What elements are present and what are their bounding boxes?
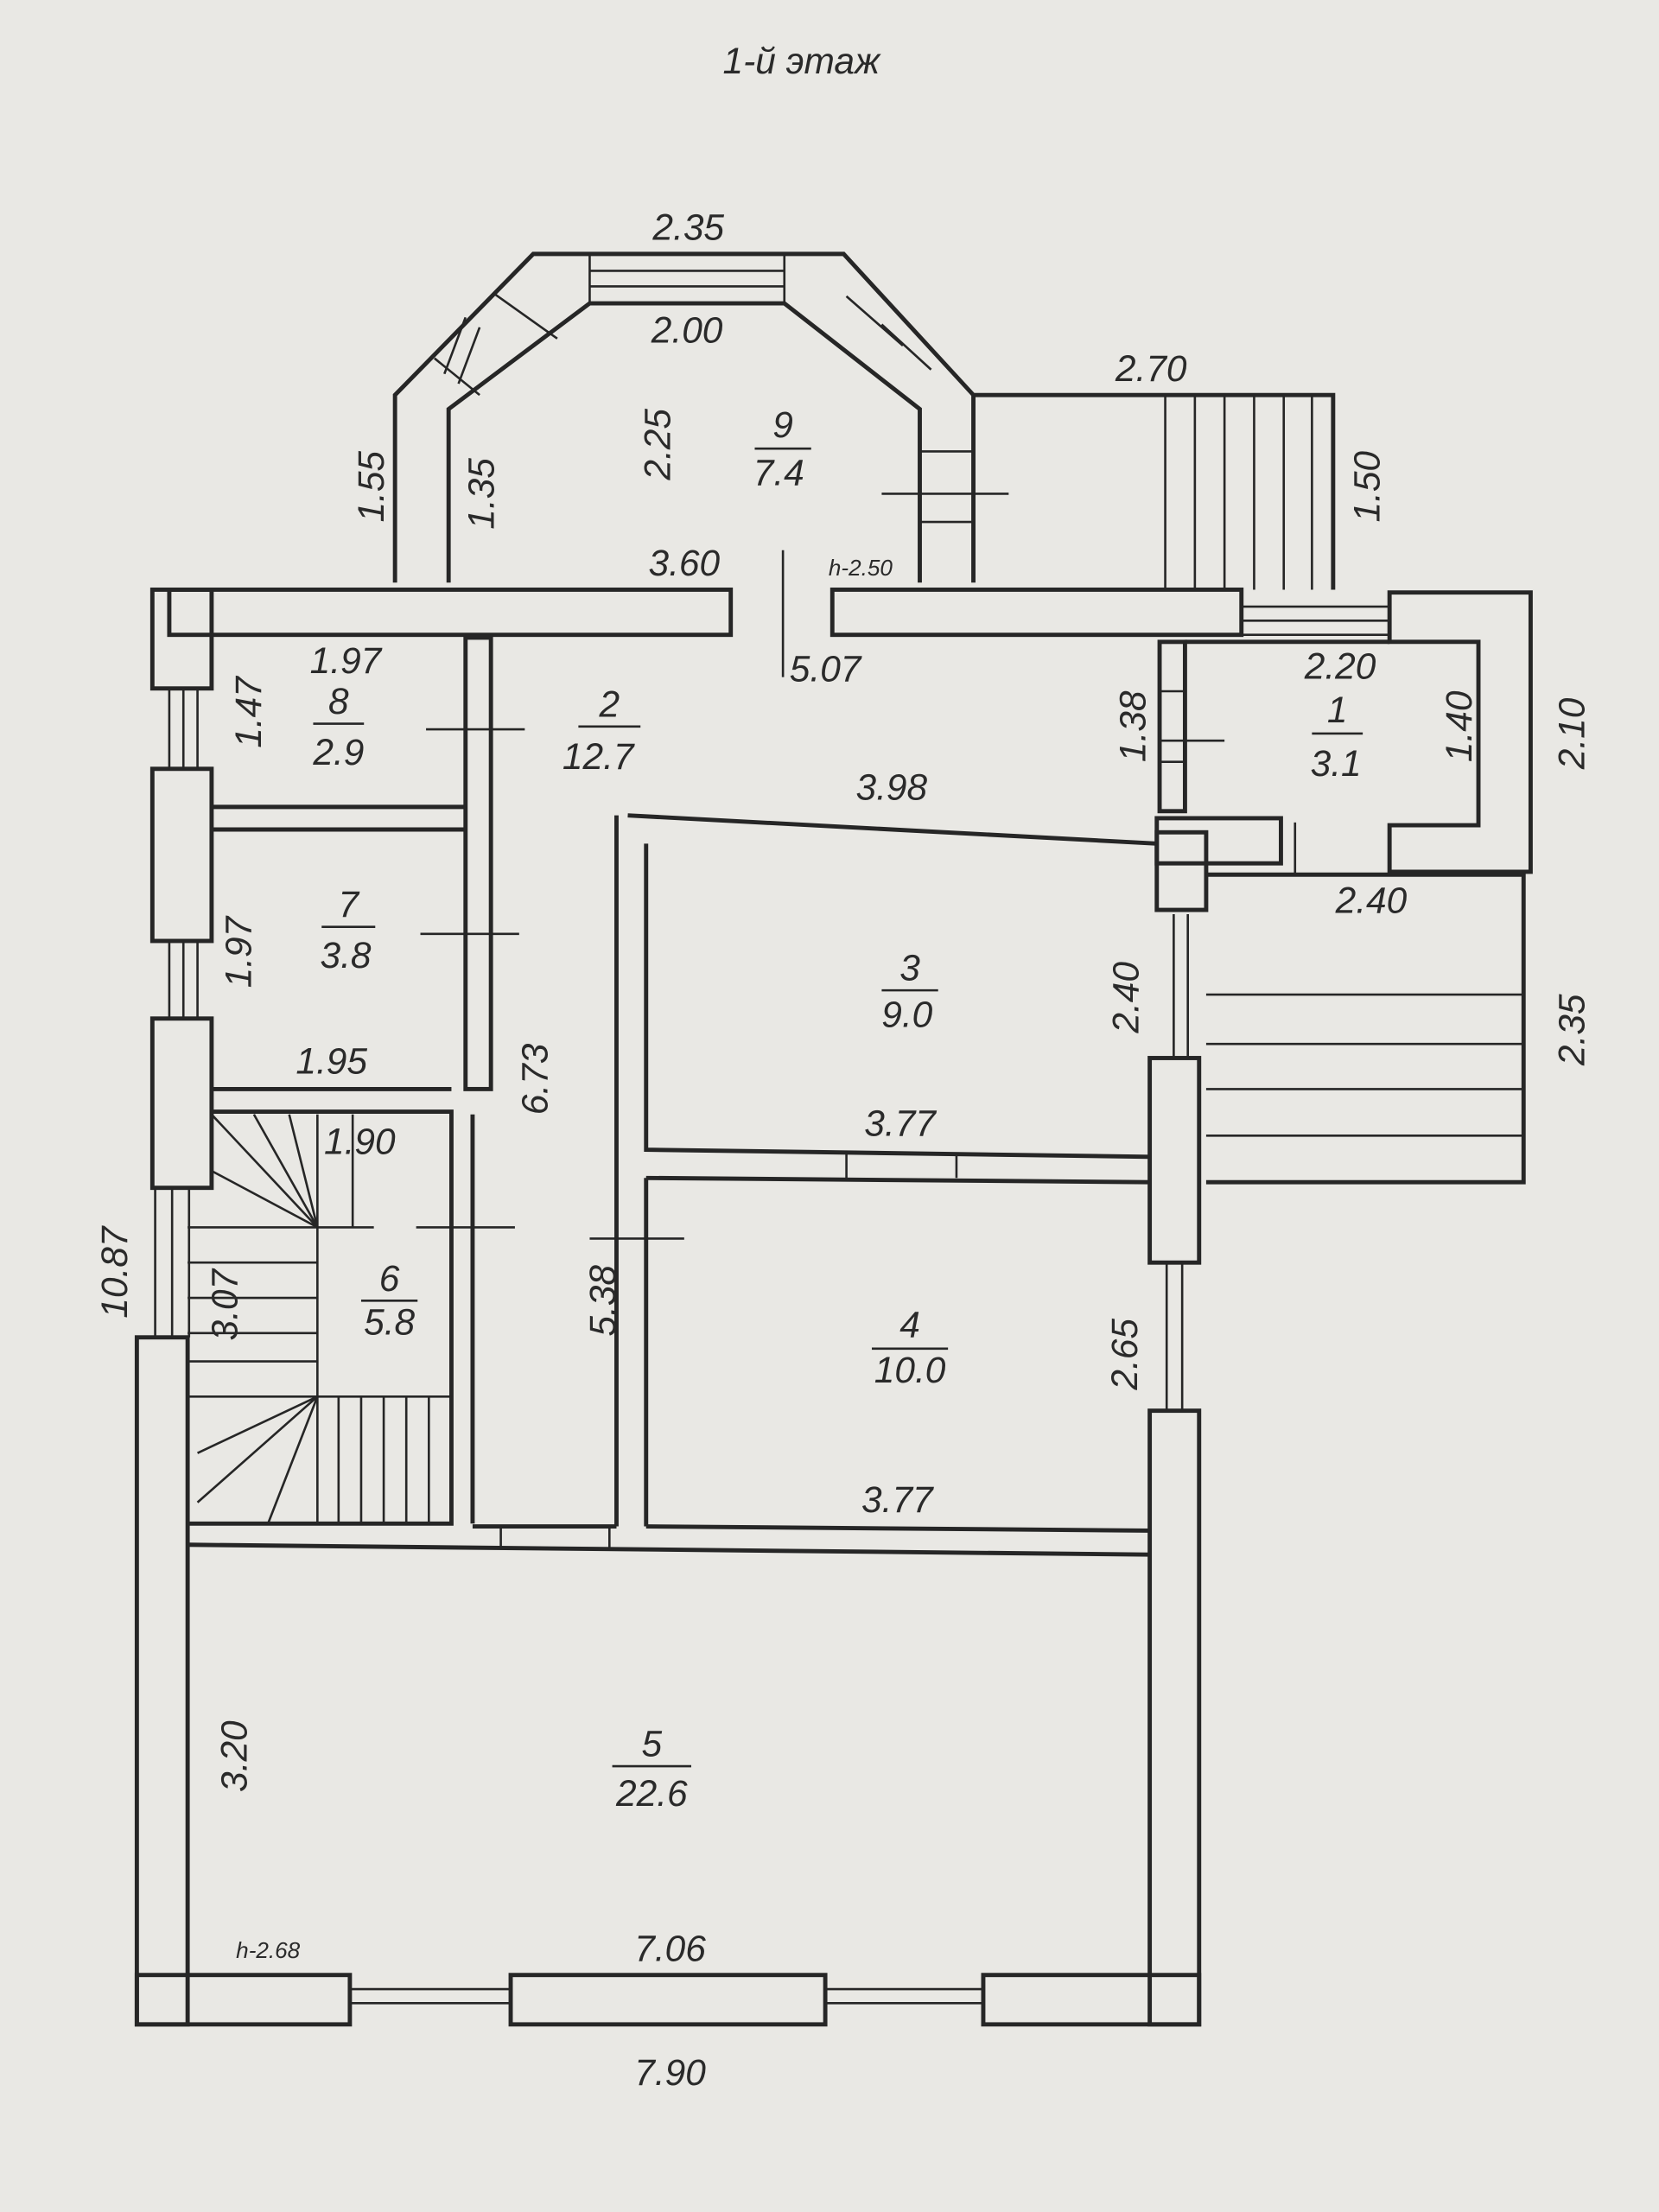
dimension: 1.40 [1439,690,1479,762]
dimension: 2.00 [651,310,723,351]
ceiling-height: h-2.50 [829,555,893,581]
svg-text:9: 9 [772,404,793,445]
door-marks [416,493,1297,1240]
svg-text:12.7: 12.7 [563,736,635,777]
svg-text:22.6: 22.6 [615,1773,688,1814]
svg-text:3.1: 3.1 [1311,743,1362,784]
dimension: 2.70 [1115,348,1187,389]
dimension: 5.07 [790,649,862,690]
svg-text:1: 1 [1327,690,1348,730]
dimension: 2.40 [1335,880,1408,920]
plan-title: 1-й этаж [723,41,881,81]
svg-text:5: 5 [641,1724,662,1764]
dimension: 1.90 [324,1122,396,1162]
dimension: 1.97 [219,915,259,988]
room-2: 212.7 [563,683,641,777]
dimension: 3.60 [649,543,721,583]
svg-text:6: 6 [379,1258,400,1299]
dimension: 1.47 [228,676,269,748]
svg-text:8: 8 [328,681,349,721]
svg-text:9.0: 9.0 [881,995,932,1035]
svg-text:7: 7 [338,884,359,925]
svg-text:7.4: 7.4 [753,453,804,493]
dimension: 10.87 [94,1225,135,1319]
room-6: 65.8 [360,1258,418,1342]
svg-text:5.8: 5.8 [364,1301,415,1342]
dimension: 2.35 [1551,994,1592,1066]
svg-text:2: 2 [599,683,620,724]
dimension: 3.98 [856,767,928,808]
height-labels: h-2.50 h-2.68 [236,555,893,1963]
dimension: 3.77 [861,1479,934,1520]
svg-text:3: 3 [899,948,920,988]
room-5: 522.6 [612,1724,691,1814]
dimension: 3.20 [214,1720,255,1792]
dimension: 2.20 [1304,645,1376,686]
walls [134,251,1533,2027]
dimension: 1.35 [461,458,501,530]
room-7: 73.8 [320,884,376,976]
dimension-labels: 2.35 2.00 2.70 2.25 1.55 1.35 1.50 3.60 … [94,207,1592,2094]
svg-text:3.8: 3.8 [320,935,371,976]
room-4: 410.0 [871,1305,949,1390]
dimension: 2.10 [1551,697,1592,770]
ceiling-height: h-2.68 [236,1937,301,1963]
dimension: 1.38 [1113,690,1154,762]
dimension: 2.65 [1104,1319,1145,1391]
room-3: 39.0 [881,948,938,1035]
dimension: 5.38 [582,1265,623,1337]
dimension: 1.50 [1347,451,1388,523]
staircase [188,1113,452,1524]
dimension: 1.95 [296,1040,367,1081]
dimension: 7.06 [634,1928,706,1968]
room-8: 82.9 [312,681,364,772]
svg-text:4: 4 [899,1305,920,1345]
room-labels: 97.4 82.9 212.7 13.1 73.8 39.0 65.8 410.… [312,404,1363,1814]
dimension: 1.97 [310,640,383,681]
room-9: 97.4 [753,404,811,493]
dimension: 1.55 [351,451,391,523]
svg-text:2.9: 2.9 [312,732,364,772]
dimension: 2.40 [1106,962,1147,1034]
dimension: 3.77 [864,1103,937,1143]
dimension: 7.90 [634,2052,706,2093]
dimension: 2.35 [652,207,724,248]
svg-text:10.0: 10.0 [874,1350,946,1390]
room-1: 13.1 [1311,690,1363,784]
dimension: 3.07 [204,1268,245,1341]
dimension: 2.25 [638,409,678,481]
dimension: 6.73 [514,1043,555,1115]
